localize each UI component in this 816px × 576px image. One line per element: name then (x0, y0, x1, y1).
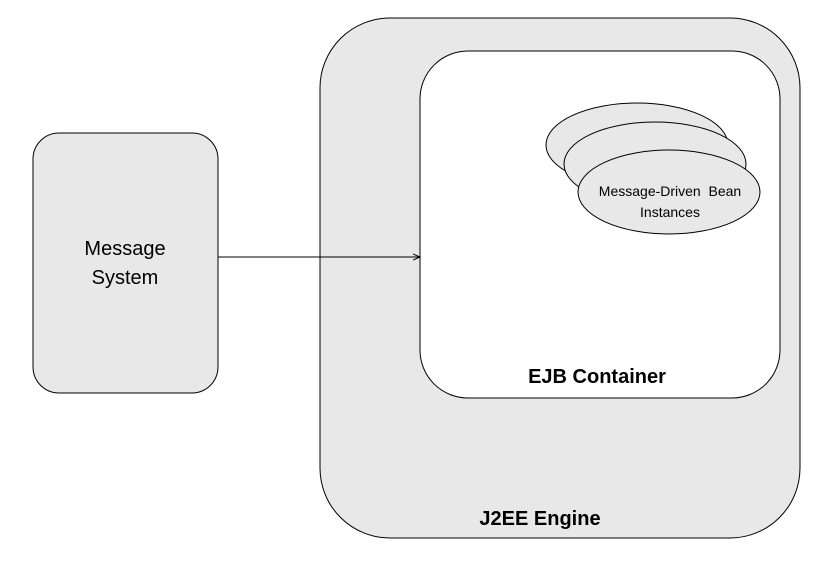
ejb-container-label: EJB Container (528, 366, 666, 388)
j2ee-engine-label: J2EE Engine (479, 508, 600, 530)
message-system-label-line1: Message (84, 238, 165, 260)
bean-instance-front (577, 149, 761, 235)
bean-instances-label-line1: Message-Driven Bean (599, 183, 741, 199)
message-system-box: Message System (32, 132, 219, 394)
bean-instances-label-line2: Instances (640, 204, 700, 220)
message-system-label-line2: System (92, 267, 159, 289)
bean-instances-stack: Message-Driven Bean Instances (545, 102, 761, 235)
